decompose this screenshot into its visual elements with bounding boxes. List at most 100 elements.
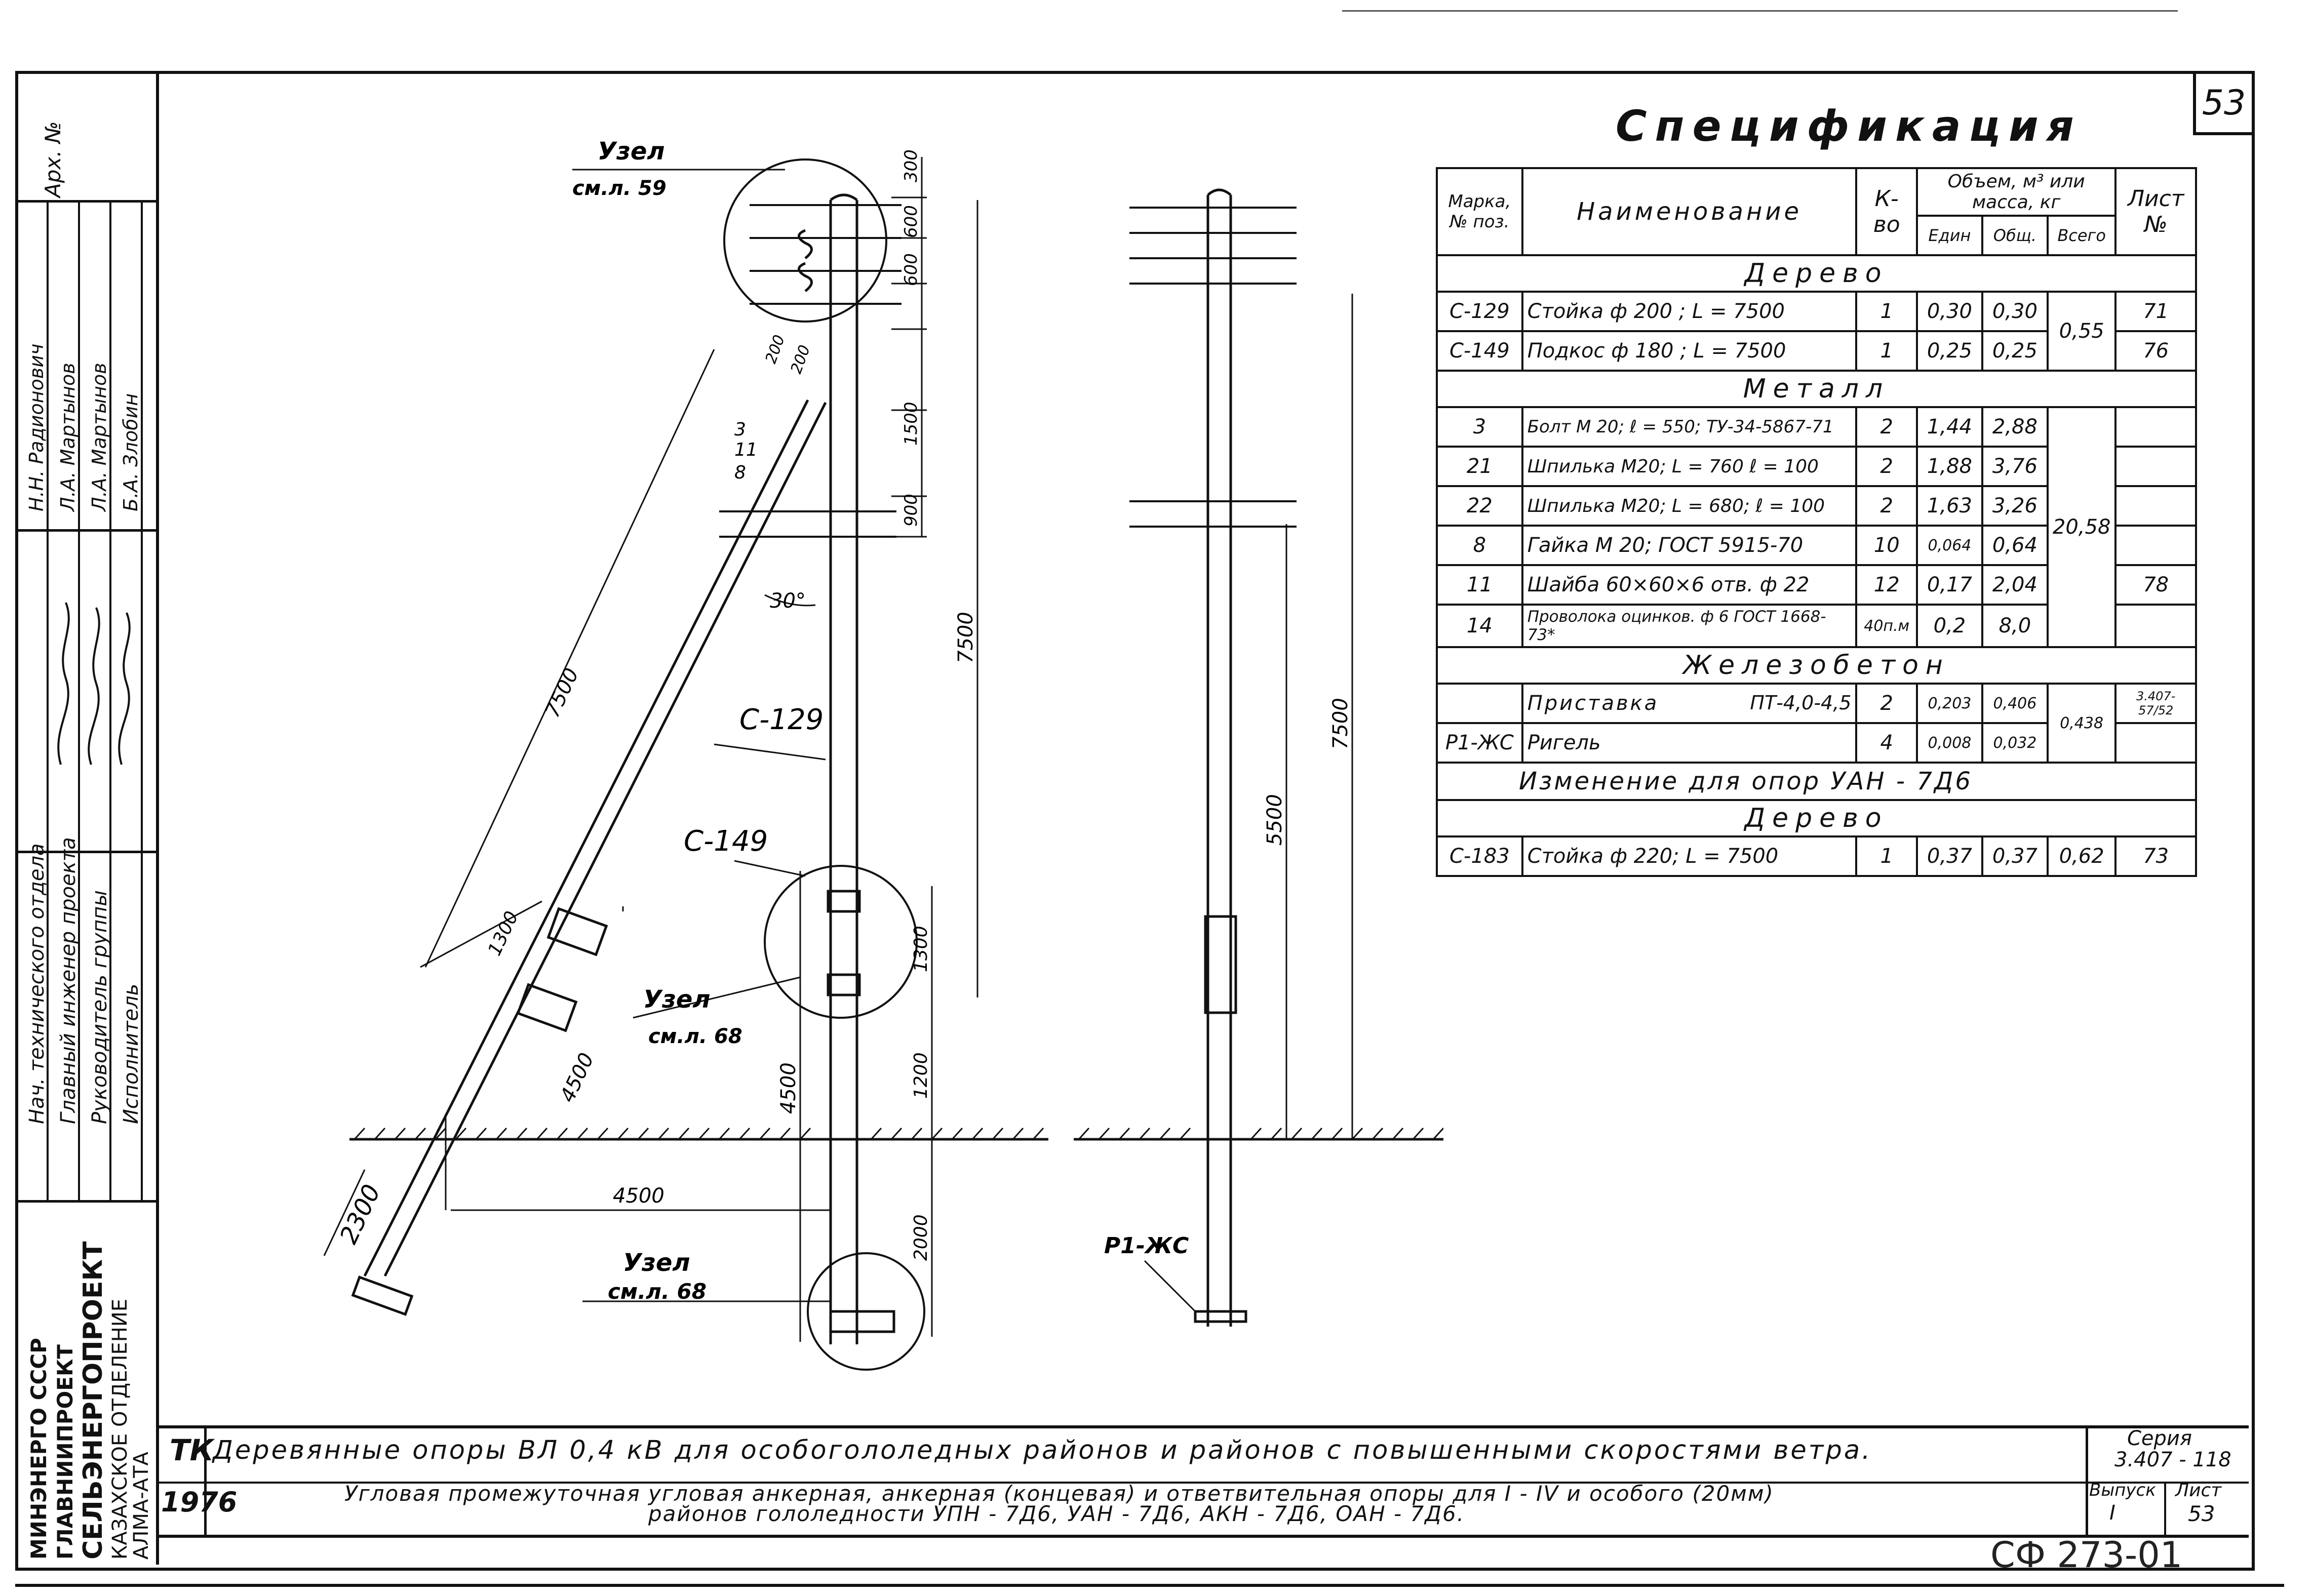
cell-qty: 10 — [1855, 525, 1918, 566]
dim-ticks — [891, 196, 927, 538]
table-row: 22 Шпилька М20; L = 680; ℓ = 100 2 1,63 … — [1436, 485, 2197, 527]
cell-name-right: ПТ-4,0-4,5 — [1750, 692, 1852, 714]
node-circle-mid — [764, 865, 918, 1019]
tb-sheet-label: Лист — [2175, 1480, 2222, 1501]
cell-qty: 2 — [1855, 446, 1918, 487]
cell-qty: 2 — [1855, 406, 1918, 448]
spec-title: Спецификация — [1616, 101, 2082, 151]
cell-qty: 40п.м — [1855, 604, 1918, 648]
angle-arc — [764, 594, 816, 607]
pole-label: С-129 — [739, 703, 824, 736]
leader-pole — [714, 743, 826, 761]
header-volume: Объем, м³ или масса, кг — [1915, 167, 2117, 217]
dim-1300b: 1300 — [911, 926, 931, 972]
cell-unit: 0,2 — [1915, 604, 1983, 648]
cell-name: Шпилька М20; L = 760 ℓ = 100 — [1521, 446, 1858, 487]
header-unit: Един — [1915, 215, 1983, 256]
cell-total: 3,26 — [1981, 485, 2049, 527]
strut-dim-7500 — [424, 349, 715, 968]
cell-qty: 4 — [1855, 722, 1918, 764]
cell-name: Гайка М 20; ГОСТ 5915-70 — [1521, 525, 1858, 566]
cell-qty: 1 — [1855, 835, 1918, 877]
pole-foot — [829, 1310, 895, 1333]
header-all: Всего — [2046, 215, 2117, 256]
dim-600a: 600 — [901, 205, 921, 238]
cell-name: Подкос ф 180 ; L = 7500 — [1521, 330, 1858, 372]
dim-4500-strut: 4500 — [556, 1050, 599, 1106]
name-1: Н.Н. Радионович — [25, 343, 48, 511]
node-circle-top — [723, 158, 887, 323]
pole-clamp — [827, 973, 861, 996]
cell-total: 0,25 — [1981, 330, 2049, 372]
tb-title: Деревянные опоры ВЛ 0,4 кВ для особоголо… — [213, 1435, 1872, 1465]
insulators — [798, 229, 813, 292]
cell-unit: 1,44 — [1915, 406, 1983, 448]
strut-foot — [351, 1275, 414, 1316]
cell-sheet — [2114, 525, 2197, 566]
strip-divider-3 — [15, 851, 156, 853]
dim-1300a: 1300 — [484, 908, 523, 959]
tb-code: ТК — [170, 1433, 214, 1467]
cell-sheet — [2114, 446, 2197, 487]
cell-unit: 0,25 — [1915, 330, 1983, 372]
callout-11: 11 — [734, 440, 758, 460]
node-top-ref: см.л. 59 — [572, 177, 667, 200]
cell-mark: С-183 — [1436, 835, 1523, 877]
cell-unit: 0,37 — [1915, 835, 1983, 877]
table-row: С-129 Стойка ф 200 ; L = 7500 1 0,30 0,3… — [1436, 291, 2197, 372]
cell-name: Ригель — [1521, 722, 1858, 764]
org-line-3: СЕЛЬЭНЕРГОПРОЕКТ — [78, 1241, 108, 1560]
cell-unit: 1,88 — [1915, 446, 1983, 487]
section-title: Дерево — [1436, 799, 2197, 837]
side-crossbar — [1194, 1310, 1247, 1323]
cell-sheet: 78 — [2114, 564, 2197, 606]
cell-total: 0,406 — [1981, 683, 2049, 724]
main-pole — [829, 200, 858, 1344]
cell-qty: 2 — [1855, 485, 1918, 527]
node-mid-label: Узел — [643, 985, 711, 1014]
tb-col-2 — [2086, 1428, 2088, 1535]
pole-clamp — [827, 890, 861, 913]
title-block — [156, 1425, 2249, 1538]
cell-mark: Р1-ЖС — [1436, 722, 1523, 764]
cell-total: 0,37 — [1981, 835, 2049, 877]
name-4: Б.А. Злобин — [120, 393, 142, 511]
tb-series-value: 3.407 - 118 — [2114, 1448, 2231, 1471]
bottom-rule — [15, 1584, 2284, 1587]
cell-mark: С-149 — [1436, 330, 1523, 372]
cell-unit: 0,064 — [1915, 525, 1983, 566]
role-1: Нач. технического отдела — [25, 843, 49, 1124]
tb-subtitle-2: районов гололедности УПН - 7Д6, УАН - 7Д… — [648, 1501, 1465, 1526]
angle-label: 30° — [770, 589, 806, 613]
cell-all: 0,55 — [2046, 291, 2117, 372]
archive-stamp: СФ 273-01 — [1990, 1534, 2183, 1576]
pole-top — [830, 193, 858, 202]
signatures — [57, 602, 131, 765]
role-2: Главный инженер проекта — [57, 837, 80, 1124]
side-pole — [1206, 195, 1232, 1327]
dim-7500-strut: 7500 — [540, 665, 583, 722]
strut-clamp — [516, 983, 578, 1032]
cell-sheet: 71 — [2114, 291, 2197, 332]
name-3: Л.А. Мартынов — [88, 363, 110, 511]
cell-total: 3,76 — [1981, 446, 2049, 487]
tb-year: 1976 — [161, 1486, 238, 1518]
side-crossarms — [1129, 207, 1297, 528]
cell-sheet — [2114, 722, 2197, 764]
strip-divider-1 — [15, 200, 156, 203]
name-2: Л.А. Мартынов — [57, 363, 79, 511]
header-total: Общ. — [1981, 215, 2049, 256]
org-line-1: МИНЭНЕРГО СССР — [26, 1338, 51, 1560]
cell-name: Проволока оцинков. ф 6 ГОСТ 1668-73* — [1521, 604, 1858, 648]
leader-node-mid — [633, 976, 801, 1019]
table-row: 11 Шайба 60×60×6 отв. ф 22 12 0,17 2,04 … — [1436, 564, 2197, 606]
strip-col-3 — [109, 200, 111, 1200]
strut — [363, 399, 827, 1277]
strip-col-4 — [141, 200, 143, 1200]
leader-crossbar — [1144, 1260, 1196, 1312]
dim-900: 900 — [901, 494, 921, 527]
dim-200a: 200 — [788, 343, 814, 376]
cell-unit: 0,30 — [1915, 291, 1983, 332]
cell-qty: 2 — [1855, 683, 1918, 724]
pole-drawing: Узел см.л. 59 Узел см.л. 68 Узел см.л. 6… — [323, 137, 1443, 1371]
